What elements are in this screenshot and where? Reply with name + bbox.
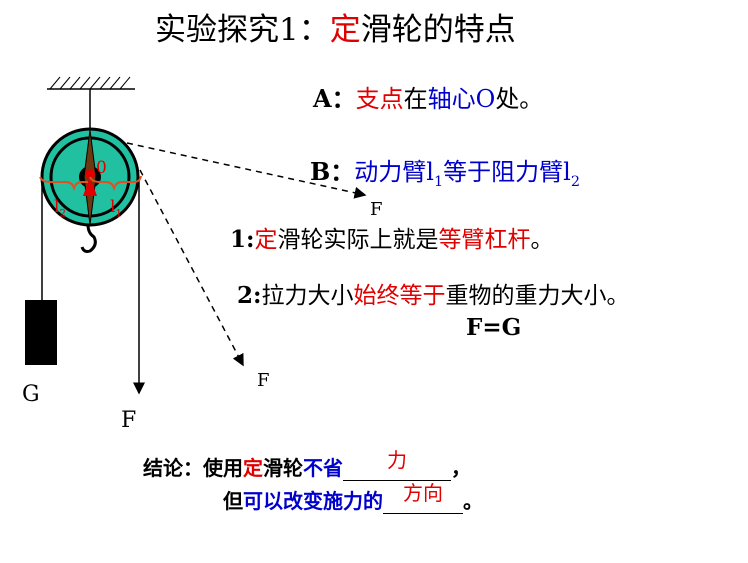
slide-title: 实验探究1：定滑轮的特点	[155, 4, 516, 49]
point-a-t4: 处。	[495, 85, 544, 113]
l2-text: l	[54, 197, 60, 217]
statement-2: 2:拉力大小始终等于重物的重力大小。	[237, 276, 630, 310]
label-l2: l2	[54, 197, 66, 219]
point-a-t1: 支点	[355, 85, 404, 113]
label-f-diag1: F	[370, 199, 383, 220]
lever-arm-braces	[39, 175, 142, 192]
point-a: A：支点在轴心O处。	[313, 79, 543, 114]
s1-t1: 定	[254, 227, 278, 253]
blank-2[interactable]: 方向	[383, 481, 463, 514]
blank-1-answer: 力	[387, 448, 407, 472]
title-highlight: 定	[329, 12, 361, 48]
s2-num: 2:	[237, 282, 262, 309]
label-l1: l1	[110, 197, 122, 219]
title-text-end: 滑轮的特点	[360, 12, 516, 48]
label-f-down: F	[121, 408, 137, 433]
conclusion-line-1: 结论：使用定滑轮不省 力 ，	[143, 448, 471, 481]
label-g: G	[22, 382, 40, 407]
point-b-t2: 等于阻力臂l	[443, 158, 571, 186]
point-a-label: A：	[313, 84, 356, 113]
point-b-t1: 动力臂l	[354, 158, 434, 186]
label-f-diag2: F	[257, 370, 270, 391]
point-b-sub1: 1	[433, 173, 444, 190]
hook	[80, 224, 97, 253]
s1-t3: 等臂杠杆	[438, 227, 531, 253]
s1-t4: 。	[530, 227, 554, 253]
c1-t4: 不省	[303, 456, 343, 480]
l2-sub: 2	[59, 208, 66, 220]
blank-2-answer: 方向	[403, 481, 443, 505]
c1-t1: 使用	[203, 456, 243, 480]
s2-t2: 始终等于	[353, 283, 446, 309]
ceiling	[47, 76, 135, 90]
s2-t1: 拉力大小	[261, 283, 354, 309]
point-a-t3: 轴心O	[427, 85, 496, 113]
blank-1[interactable]: 力	[343, 448, 451, 481]
c2-t2: 可以改变施力的	[243, 489, 383, 513]
weight	[25, 300, 57, 365]
s1-t2: 滑轮实际上就是	[277, 227, 439, 253]
s2-t3: 重物的重力大小。	[445, 283, 630, 309]
conclusion-label: 结论：	[143, 456, 203, 480]
formula: F=G	[466, 314, 522, 341]
point-b-sub2: 2	[570, 173, 580, 190]
c1-end: ，	[451, 456, 471, 480]
label-o: 0	[96, 158, 107, 178]
pull-force-diagonal-1	[126, 142, 367, 199]
c1-t3: 滑轮	[263, 456, 303, 480]
pull-force-diagonal-2	[139, 169, 244, 367]
point-b: B：动力臂l1等于阻力臂l2	[310, 152, 580, 190]
c2-t1: 但	[223, 489, 243, 513]
title-text: 实验探究1：	[155, 12, 330, 48]
l1-sub: 1	[115, 208, 122, 220]
c1-t2: 定	[243, 456, 263, 480]
l1-text: l	[110, 197, 116, 217]
point-b-label: B：	[310, 157, 355, 186]
c2-end: 。	[463, 489, 483, 513]
statement-1: 1:定滑轮实际上就是等臂杠杆。	[230, 220, 554, 254]
point-a-t2: 在	[403, 85, 428, 113]
s1-num: 1:	[230, 226, 255, 253]
conclusion-line-2: 但可以改变施力的 方向。	[223, 481, 483, 514]
